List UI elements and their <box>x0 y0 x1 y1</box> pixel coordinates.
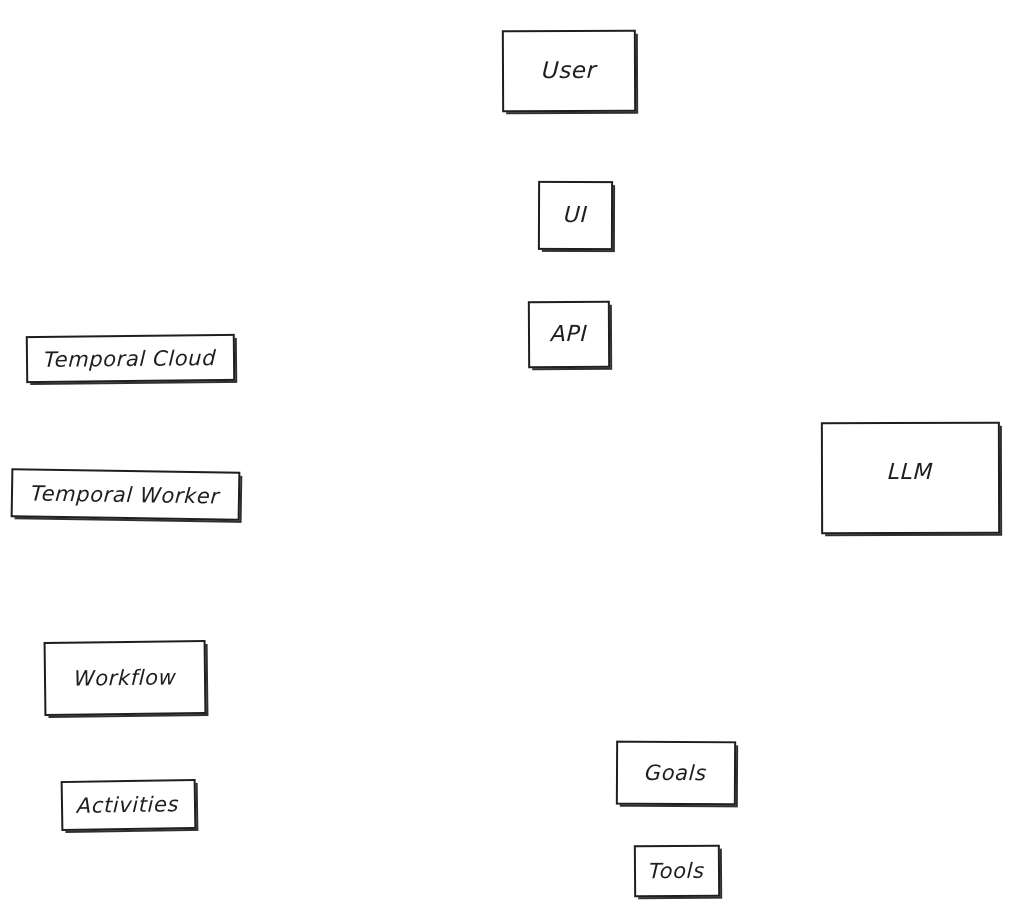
node-workflow[interactable]: Workflow <box>43 640 207 716</box>
node-temporal-worker-label: Temporal Worker <box>30 481 221 508</box>
node-tools[interactable]: Tools <box>633 844 721 898</box>
node-api[interactable]: API <box>527 300 611 369</box>
node-activities-label: Activities <box>76 792 181 818</box>
node-goals-label: Goals <box>644 760 708 786</box>
node-llm-label: LLM <box>887 459 934 485</box>
node-temporal-cloud[interactable]: Temporal Cloud <box>25 333 236 384</box>
node-temporal-cloud-label: Temporal Cloud <box>43 345 218 372</box>
node-activities[interactable]: Activities <box>60 778 197 832</box>
node-user[interactable]: User <box>501 29 637 113</box>
node-workflow-label: Workflow <box>73 665 177 691</box>
node-llm[interactable]: LLM <box>820 421 1001 535</box>
node-user-label: User <box>540 57 598 85</box>
node-api-label: API <box>550 321 588 348</box>
node-tools-label: Tools <box>648 858 706 884</box>
node-ui-label: UI <box>562 202 589 229</box>
node-ui[interactable]: UI <box>537 180 614 251</box>
clipped-header-text <box>252 0 772 5</box>
node-goals[interactable]: Goals <box>615 740 737 806</box>
node-temporal-worker[interactable]: Temporal Worker <box>10 468 241 521</box>
